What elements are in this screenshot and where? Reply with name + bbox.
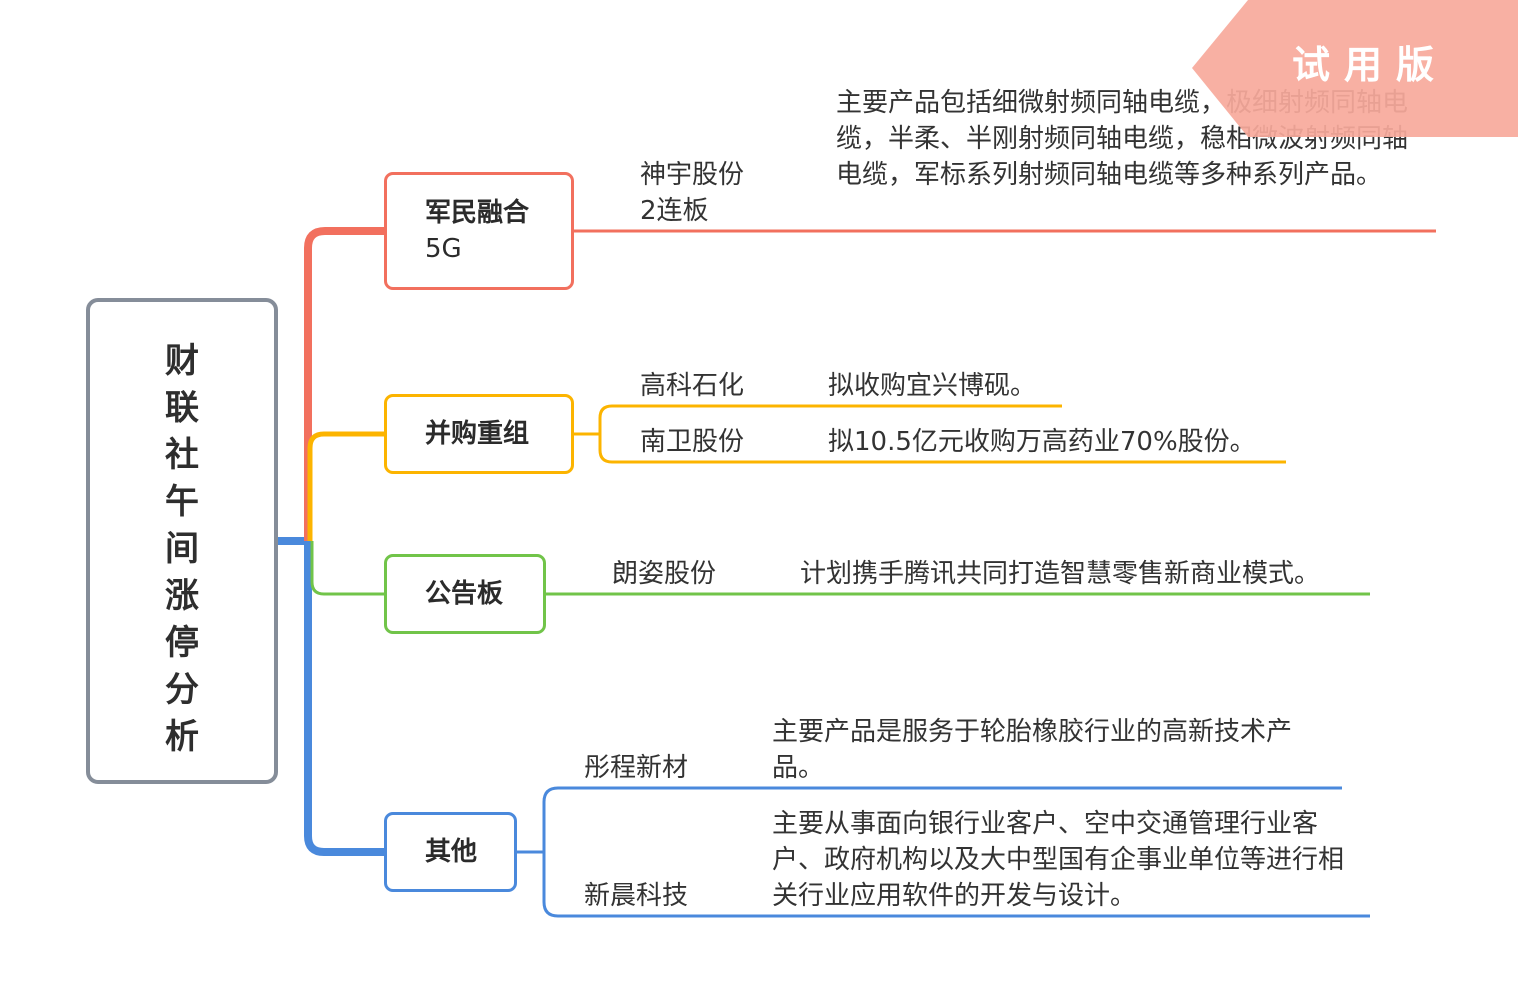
desc-gaoke: 拟收购宜兴博砚。 (828, 371, 1037, 401)
stock-note: 2连板 (640, 196, 709, 226)
connector-root-gonggao (310, 541, 384, 596)
topic-subtitle: 5G (425, 234, 462, 264)
topic-title: 军民融合 (425, 198, 530, 228)
desc-nanwei: 拟10.5亿元收购万高药业70%股份。 (828, 427, 1256, 457)
topic-title: 公告板 (425, 579, 504, 609)
topic-title: 其他 (425, 837, 478, 867)
stock-tongcheng[interactable]: 彤程新材 (584, 753, 689, 783)
stock-langzi[interactable]: 朗姿股份 (612, 559, 717, 589)
connector-other-stocks (517, 786, 559, 918)
connector-root-junmin (304, 227, 384, 541)
root-topic[interactable]: 财联社午间涨停分析 (86, 298, 278, 784)
root-title: 财联社午间涨停分析 (165, 341, 199, 757)
topic-gonggao-ban[interactable]: 公告板 (384, 554, 546, 634)
topic-junmin-ronghe[interactable]: 军民融合 5G (384, 172, 574, 290)
topic-title: 并购重组 (425, 419, 530, 449)
stock-nanwei[interactable]: 南卫股份 (640, 427, 745, 457)
stock-xinchen[interactable]: 新晨科技 (584, 881, 689, 911)
stock-name: 神宇股份 (640, 160, 745, 190)
connector-binggou-stocks (574, 404, 613, 464)
topic-binggou-chongzu[interactable]: 并购重组 (384, 394, 574, 474)
connector-root-binggou (307, 431, 384, 541)
desc-tongcheng: 主要产品是服务于轮胎橡胶行业的高新技术产品。 (772, 717, 1293, 783)
stock-gaoke[interactable]: 高科石化 (640, 371, 745, 401)
trial-watermark: 试用版 (1292, 43, 1449, 87)
stock-shenyu[interactable]: 神宇股份 2连板 (640, 157, 744, 229)
connector-root-other (278, 537, 384, 856)
desc-langzi: 计划携手腾讯共同打造智慧零售新商业模式。 (800, 559, 1321, 589)
trial-badge-shape (1192, 0, 1518, 137)
topic-qita[interactable]: 其他 (384, 812, 517, 892)
desc-xinchen: 主要从事面向银行业客户、空中交通管理行业客户、政府机构以及大中型国有企事业单位等… (772, 809, 1345, 911)
